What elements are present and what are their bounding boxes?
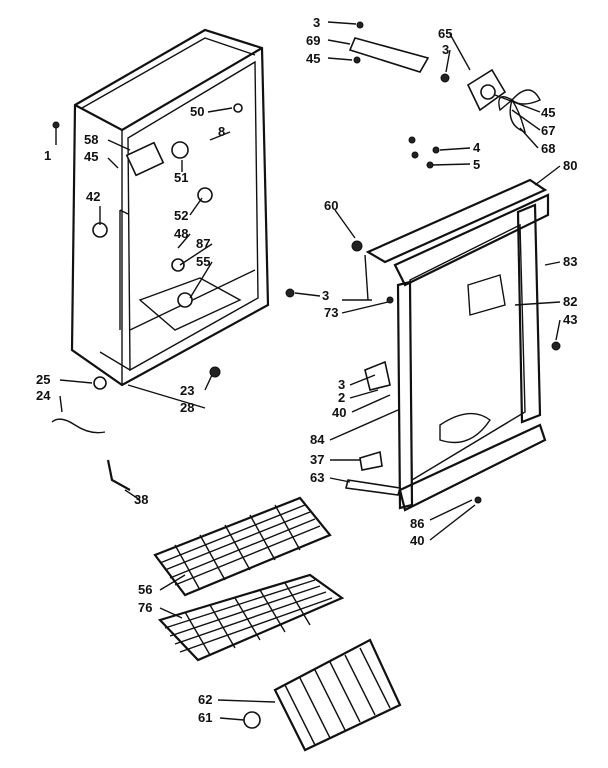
label-25: 25 (36, 372, 50, 387)
label-87: 87 (196, 236, 210, 251)
label-24: 24 (36, 388, 51, 403)
label-82: 82 (563, 294, 577, 309)
label-37: 37 (310, 452, 324, 467)
label-69: 69 (306, 33, 320, 48)
label-83: 83 (563, 254, 577, 269)
label-61: 61 (198, 710, 212, 725)
label-43: 43 (563, 312, 577, 327)
label-8: 8 (218, 124, 225, 139)
label-65: 65 (438, 26, 452, 41)
label-67: 67 (541, 123, 555, 138)
label-55: 55 (196, 254, 210, 269)
label-5: 5 (473, 157, 480, 172)
label-58: 58 (84, 132, 98, 147)
label-40a: 40 (332, 405, 346, 420)
label-84: 84 (310, 432, 325, 447)
shelf-lower (157, 573, 345, 662)
top-hinge (348, 21, 430, 73)
label-28: 28 (180, 400, 194, 415)
label-45c: 45 (84, 149, 98, 164)
label-51: 51 (174, 170, 188, 185)
basket (243, 638, 402, 752)
label-3b: 3 (442, 42, 449, 57)
label-3a: 3 (313, 15, 320, 30)
label-2: 2 (338, 390, 345, 405)
label-38: 38 (134, 492, 148, 507)
label-3d: 3 (338, 377, 345, 392)
label-1: 1 (44, 148, 51, 163)
label-45a: 45 (306, 51, 320, 66)
label-3c: 3 (322, 288, 329, 303)
label-40b: 40 (410, 533, 424, 548)
label-50: 50 (190, 104, 204, 119)
label-4: 4 (473, 140, 481, 155)
label-68: 68 (541, 141, 555, 156)
label-42: 42 (86, 189, 100, 204)
label-80: 80 (563, 158, 577, 173)
shelf-upper (153, 496, 332, 597)
label-76: 76 (138, 600, 152, 615)
fan-assembly (440, 68, 541, 134)
label-56: 56 (138, 582, 152, 597)
screws-4-5 (408, 136, 440, 169)
misc-parts (51, 121, 295, 491)
label-52: 52 (174, 208, 188, 223)
label-73: 73 (324, 305, 338, 320)
label-23: 23 (180, 383, 194, 398)
label-48: 48 (174, 226, 188, 241)
door-frame (345, 178, 561, 512)
part-labels: 3 69 45 65 3 45 67 68 4 5 80 1 50 8 58 4… (36, 15, 577, 725)
label-86: 86 (410, 516, 424, 531)
label-60: 60 (324, 198, 338, 213)
cabinet-liner (70, 28, 270, 387)
label-45b: 45 (541, 105, 555, 120)
label-63: 63 (310, 470, 324, 485)
leader-lines (55, 21, 561, 721)
label-62: 62 (198, 692, 212, 707)
